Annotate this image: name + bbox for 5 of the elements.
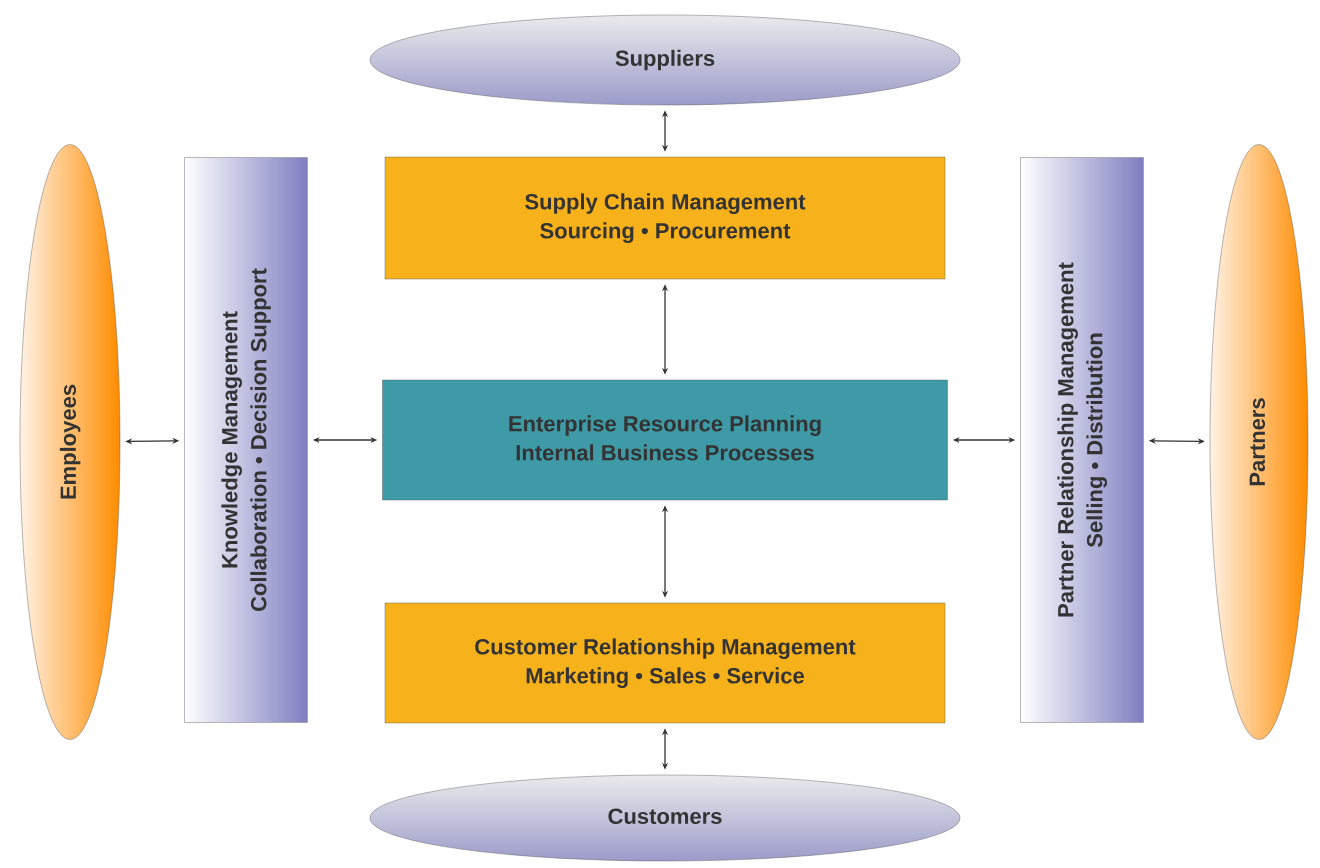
system-box: Supply Chain Management Sourcing • Procurement bbox=[384, 156, 946, 280]
system-box: Customer Relationship Management Marketing • Sales • Service bbox=[384, 602, 946, 724]
system-box: Partner Relationship Management Selling • Distribution bbox=[1020, 157, 1144, 723]
system-box: Enterprise Resource Planning Internal Business Processes bbox=[382, 379, 948, 501]
system-box: Knowledge Management Collaboration • Decision Support bbox=[184, 157, 308, 723]
